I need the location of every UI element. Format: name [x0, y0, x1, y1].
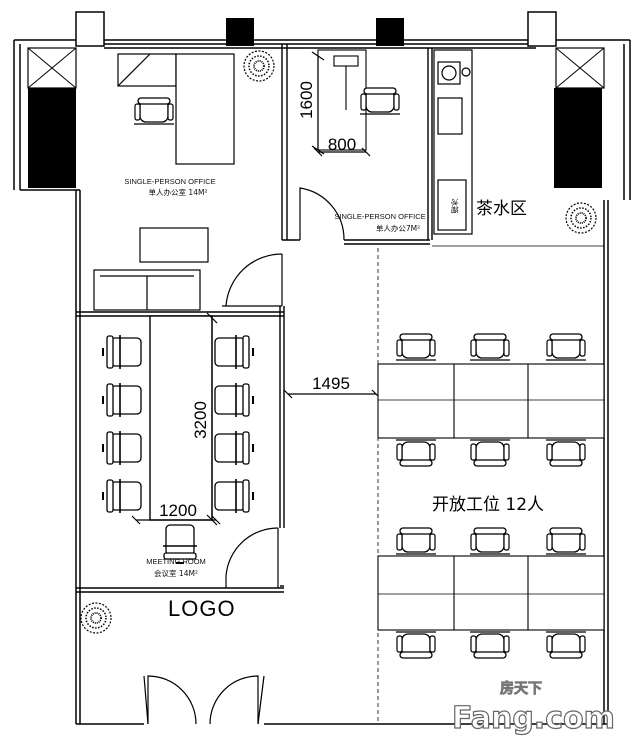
workstation-chair [395, 333, 437, 361]
fridge-label: 冰箱 [450, 199, 460, 214]
dim-desk-width: 800 [328, 135, 356, 154]
meeting-label-cn: 会议室 14M² [154, 568, 198, 578]
dim-table-width: 1200 [159, 501, 197, 520]
dim-desk-depth: 1600 [297, 81, 316, 119]
meeting-chair [102, 430, 142, 466]
left-column [27, 11, 105, 188]
dim-corridor: 1495 [312, 374, 350, 393]
workstation-chair [545, 631, 587, 659]
logo-text: LOGO [168, 596, 236, 621]
zone-lines [377, 245, 604, 724]
workstation-chair [395, 439, 437, 467]
office-large-label-en: SINGLE-PERSON OFFICE [124, 177, 215, 186]
meeting-chair [102, 334, 142, 370]
workstation-chair [469, 631, 511, 659]
meeting-chair [102, 382, 142, 418]
meeting-chair [214, 430, 254, 466]
tea-area-label: 茶水区 [476, 199, 527, 219]
office-large-chair [133, 97, 175, 125]
doors [143, 187, 345, 725]
meeting-chair [102, 478, 142, 514]
interior-walls [76, 44, 433, 593]
open-workstations [377, 363, 605, 631]
office-large-label-cn: 单人办公室 14M² [149, 187, 208, 197]
office-large-furniture [93, 53, 235, 311]
workstation-chair [545, 439, 587, 467]
meeting-chair [214, 478, 254, 514]
watermark-cn: 房天下 [500, 680, 542, 697]
plant-office-large [243, 50, 275, 82]
workstation-chair [545, 527, 587, 555]
right-column [527, 11, 605, 188]
workstation-chair [545, 333, 587, 361]
meeting-chair [214, 334, 254, 370]
column-top-2 [376, 18, 404, 46]
dimension-lines [131, 51, 381, 526]
plant-tea-area [565, 202, 597, 234]
workstation-chair [469, 439, 511, 467]
office-small-label-en: SINGLE-PERSON OFFICE [334, 212, 425, 221]
plant-reception [80, 602, 112, 634]
office-small-furniture [317, 49, 367, 151]
workstation-chair [469, 333, 511, 361]
meeting-table [149, 315, 213, 521]
workstation-chair [395, 527, 437, 555]
meeting-label-en: MEETING ROOM [146, 557, 206, 566]
tea-counter [433, 49, 473, 235]
column-top-1 [226, 18, 254, 46]
watermark-en: Fang.com [452, 701, 615, 736]
watermark: 房天下 Fang.com [451, 680, 615, 737]
office-small-label-cn: 单人办公7M² [376, 223, 420, 233]
dim-table-length: 3200 [191, 401, 210, 439]
workstation-chair [469, 527, 511, 555]
exterior-walls [13, 39, 631, 725]
open-area-label: 开放工位 12人 [432, 495, 544, 515]
workstation-chair [395, 631, 437, 659]
meeting-chair [214, 382, 254, 418]
